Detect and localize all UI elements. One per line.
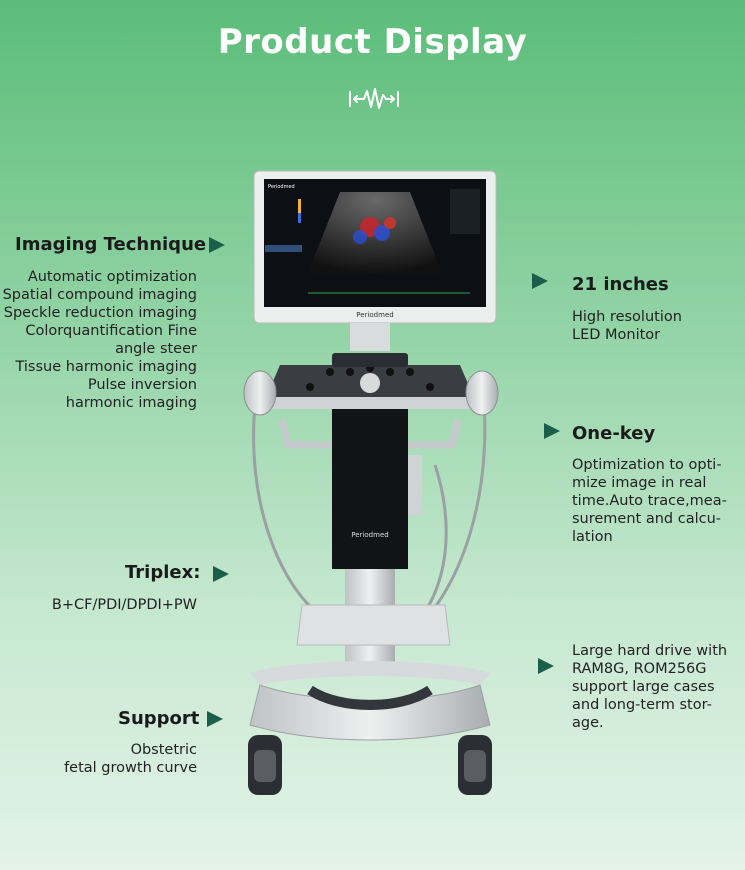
arrow-icon [209, 237, 225, 253]
feature-text-storage: Large hard drive with RAM8G, ROM256G sup… [572, 643, 728, 731]
arrow-icon [538, 658, 554, 674]
arrow-icon [207, 711, 223, 727]
feature-title-triplex: Triplex: [125, 562, 201, 583]
column-brand: Periodmed [351, 531, 388, 539]
ultrasound-machine: Periodmed Periodmed Periodmed [243, 170, 499, 795]
feature-text-imaging: Automatic optimization Spatial compound … [2, 269, 197, 411]
feature-text-support: Obstetric fetal growth curve [64, 742, 197, 776]
feature-text-monitor: High resolution LED Monitor [572, 309, 682, 343]
ultrasound-wave-icon [349, 88, 399, 109]
feature-text-onekey: Optimization to opti- mize image in real… [572, 457, 727, 545]
arrow-icon [213, 566, 229, 582]
feature-title-support: Support [118, 708, 200, 729]
feature-title-monitor: 21 inches [572, 274, 669, 295]
page-title: Product Display [217, 22, 528, 62]
feature-text-triplex: B+CF/PDI/DPDI+PW [51, 597, 197, 613]
feature-title-imaging: Imaging Technique [15, 234, 207, 255]
arrow-icon [532, 273, 548, 289]
screen-brand: Periodmed [268, 184, 295, 190]
monitor-brand: Periodmed [356, 311, 393, 319]
arrow-icon [544, 423, 560, 439]
feature-title-onekey: One-key [572, 423, 656, 444]
